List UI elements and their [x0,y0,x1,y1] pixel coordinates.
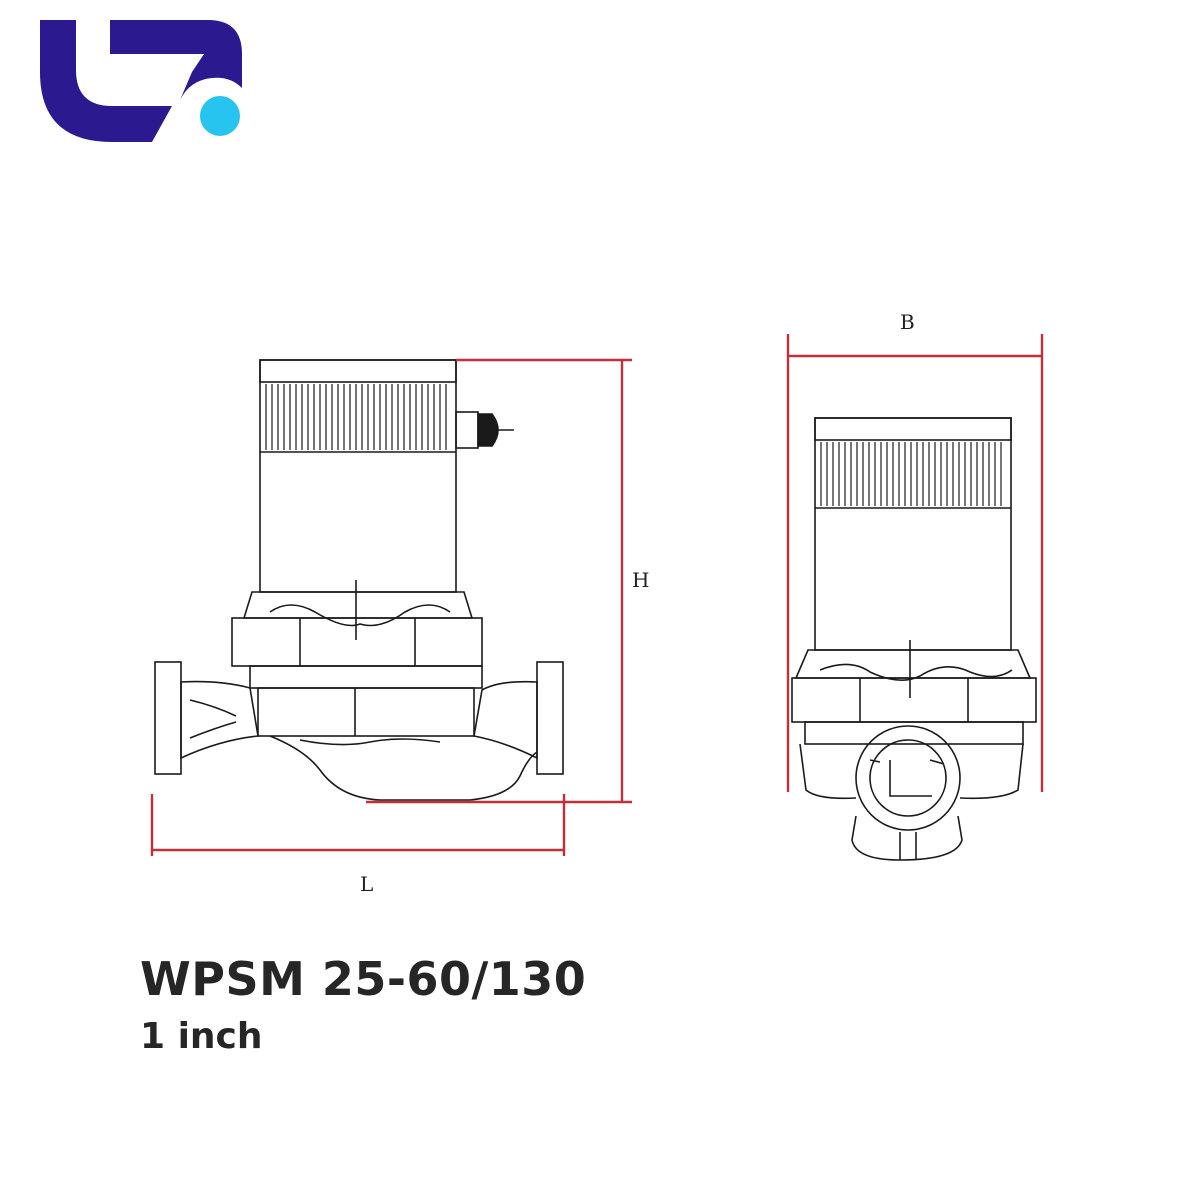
brand-logo-icon [40,20,246,142]
height-dimension-label: H [632,568,650,592]
width-dimension-label: B [900,310,915,334]
product-size: 1 inch [140,1016,263,1057]
pump-side-view [154,359,564,801]
product-model-name: WPSM 25-60/130 [140,952,587,1006]
pump-front-view [791,417,1037,861]
dimension-lines [150,334,1044,856]
length-dimension-label: L [360,872,374,896]
